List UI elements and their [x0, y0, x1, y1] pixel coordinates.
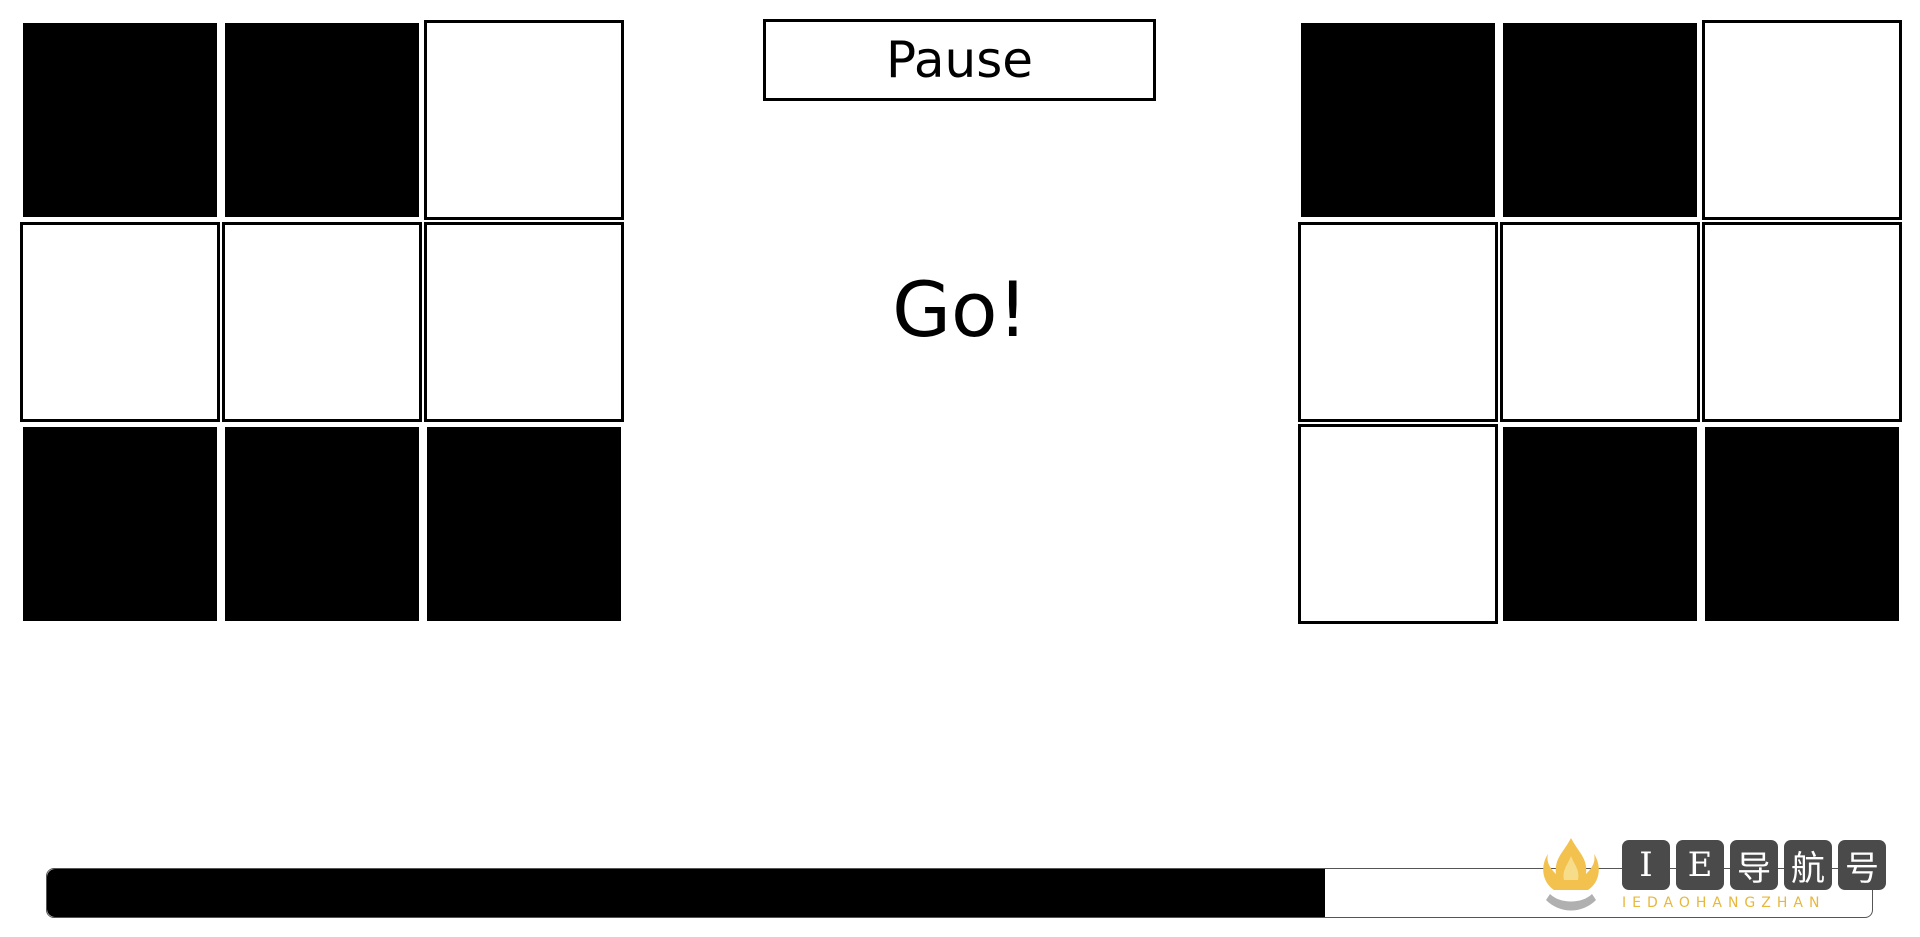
progress-bar-fill	[47, 869, 1325, 917]
right-board-cell[interactable]	[1503, 427, 1697, 621]
watermark-badge: 航	[1784, 840, 1832, 890]
pause-button-label: Pause	[885, 31, 1034, 89]
left-board-cell[interactable]	[225, 23, 419, 217]
left-board-cell[interactable]	[225, 427, 419, 621]
watermark-badge: 导	[1730, 840, 1778, 890]
right-board-cell[interactable]	[1298, 222, 1498, 422]
right-board	[1298, 20, 1902, 624]
watermark-subtitle: IEDAOHANGZHAN	[1622, 895, 1826, 911]
right-board-cell[interactable]	[1705, 427, 1899, 621]
watermark-badge: I	[1622, 840, 1670, 890]
left-board-cell[interactable]	[23, 427, 217, 621]
left-board-cell[interactable]	[23, 23, 217, 217]
right-board-cell[interactable]	[1301, 23, 1495, 217]
flame-icon	[1543, 838, 1599, 911]
left-board-cell[interactable]	[427, 427, 621, 621]
pause-button[interactable]: Pause	[763, 19, 1156, 101]
right-board-cell[interactable]	[1702, 20, 1902, 220]
status-text: Go!	[892, 265, 1028, 354]
left-board-cell[interactable]	[20, 222, 220, 422]
left-board	[20, 20, 624, 622]
watermark-badge: 号	[1838, 840, 1886, 890]
right-board-cell[interactable]	[1500, 222, 1700, 422]
watermark-badge: E	[1676, 840, 1724, 890]
left-board-cell[interactable]	[424, 20, 624, 220]
left-board-cell[interactable]	[222, 222, 422, 422]
left-board-cell[interactable]	[424, 222, 624, 422]
right-board-cell[interactable]	[1702, 222, 1902, 422]
right-board-cell[interactable]	[1298, 424, 1498, 624]
right-board-cell[interactable]	[1503, 23, 1697, 217]
